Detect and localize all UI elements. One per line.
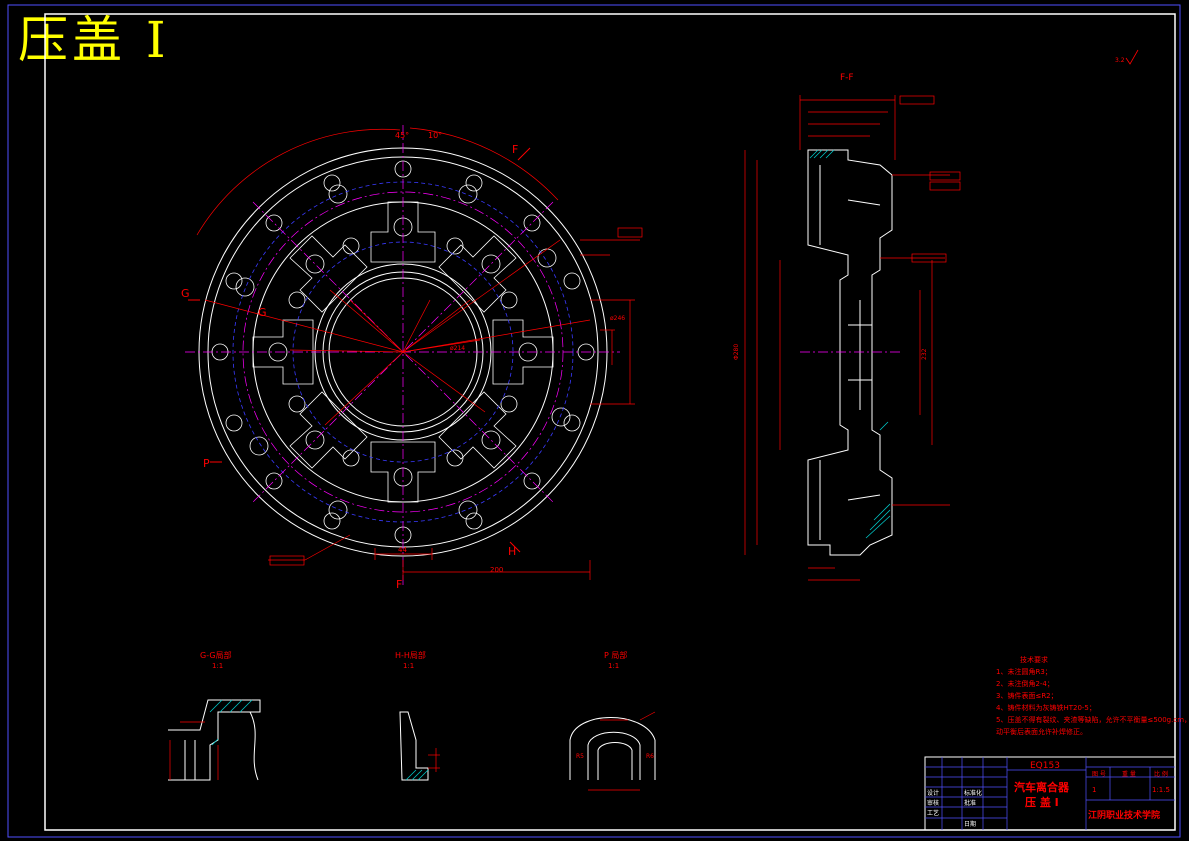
section-mark-f-bottom: F <box>396 578 402 591</box>
drawing-big-title: 压盖 I <box>18 11 170 69</box>
view-p-label: P 局部 <box>604 650 627 660</box>
note-5: 5、压盖不得有裂纹、夹渣等缺陷，允许不平衡量≤500g.cm， <box>996 715 1189 724</box>
section-mark-f-top: F <box>512 143 518 156</box>
section-ff-title: F-F <box>840 73 854 83</box>
section-hh-label: H-H局部 <box>395 650 426 660</box>
section-outline <box>807 149 893 556</box>
section-hh-scale: 1:1 <box>403 662 414 670</box>
view-p: P 局部 1:1 R5 R6 <box>569 650 656 791</box>
finger-tl <box>289 235 368 313</box>
outer-border <box>7 4 1181 838</box>
section-ff-view: F-F <box>733 73 961 581</box>
section-mark-h: H <box>508 545 516 558</box>
row-label-review: 审核 <box>927 799 939 807</box>
quantity-value: 1 <box>1092 786 1096 794</box>
note-6: 动平衡后表面允许补焊修正。 <box>996 727 1087 736</box>
technical-notes: 技术要求 1、未注圆角R3； 2、未注倒角2-4； 3、铸件表面≤R2； 4、铸… <box>996 655 1189 736</box>
angle-label-1: 45° <box>395 131 409 140</box>
drawing-code: EQ153 <box>1030 761 1060 771</box>
finger-top <box>370 201 436 263</box>
section-gg-scale: 1:1 <box>212 662 223 670</box>
col-label-3: 比 例 <box>1154 770 1168 778</box>
dim-200: 200 <box>490 566 503 574</box>
section-mark-g: G <box>181 287 190 300</box>
row-label-date: 日期 <box>964 820 976 828</box>
scale-value: 1:1.5 <box>1152 786 1170 794</box>
dim-r6: R6 <box>646 753 654 760</box>
svg-text:3.2: 3.2 <box>1115 57 1125 64</box>
dim-phi-280: Φ280 <box>733 344 740 360</box>
angle-label-2: 10° <box>428 131 442 140</box>
institution-name: 江阴职业技术学院 <box>1088 809 1160 821</box>
finger-left <box>252 319 314 385</box>
section-hh-view: H-H局部 1:1 <box>395 650 440 781</box>
dim-214: ø214 <box>450 345 465 352</box>
view-p-scale: 1:1 <box>608 662 619 670</box>
row-label-process: 工艺 <box>927 809 939 817</box>
col-label-1: 图 号 <box>1092 771 1106 778</box>
section-gg-view: G-G局部 1:1 <box>168 650 261 781</box>
finger-tr <box>438 235 517 313</box>
finger-bottom <box>370 441 436 503</box>
roughness-symbol: 3.2 <box>1115 49 1139 65</box>
note-1: 1、未注圆角R3； <box>996 667 1052 676</box>
note-3: 3、铸件表面≤R2； <box>996 691 1058 700</box>
col-label-2: 重 量 <box>1122 770 1136 778</box>
section-mark-g-inner: G <box>258 306 267 319</box>
part-title-line-1: 汽车离合器 <box>1014 780 1070 794</box>
row-label-approve: 批准 <box>964 799 976 807</box>
front-view: 45° 10° 200 ø214 ø246 44 F F G G P H <box>181 125 643 591</box>
dim-44: 44 <box>398 546 407 554</box>
note-4: 4、铸件材料为灰铸铁HT20-5； <box>996 703 1096 712</box>
finger-bl <box>289 391 368 469</box>
finger-br <box>438 391 517 469</box>
section-dimensions <box>744 95 950 581</box>
dim-246: ø246 <box>610 315 625 322</box>
front-dimensions <box>196 127 640 580</box>
title-block: EQ153 汽车离合器 压 盖 I 江阴职业技术学院 图 号 重 量 比 例 1… <box>924 756 1176 831</box>
row-label-standard: 标准化 <box>964 789 982 797</box>
section-gg-label: G-G局部 <box>200 650 232 660</box>
part-title-line-2: 压 盖 I <box>1025 795 1059 809</box>
dim-232: 232 <box>921 348 928 360</box>
row-label-design: 设计 <box>927 789 939 797</box>
note-2: 2、未注倒角2-4； <box>996 679 1054 688</box>
notes-heading: 技术要求 <box>1020 655 1048 664</box>
dim-r5: R5 <box>576 753 584 760</box>
center-lines <box>185 125 620 585</box>
section-mark-p: P <box>203 457 210 470</box>
drawing-frame <box>44 13 1176 831</box>
